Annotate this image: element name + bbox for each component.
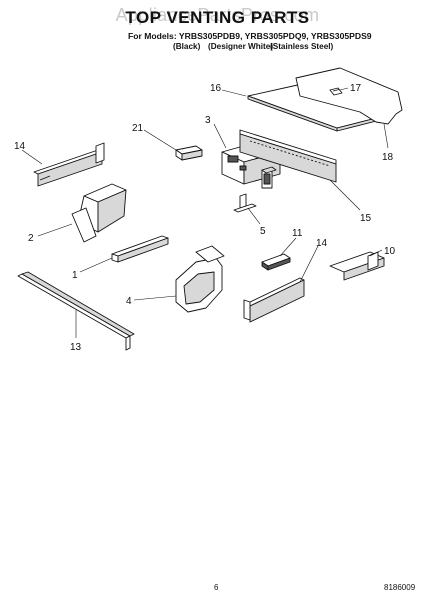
callout-4: 4 bbox=[126, 296, 132, 307]
callout-15: 15 bbox=[360, 213, 372, 224]
part-11-terminal-block bbox=[261, 253, 291, 271]
callout-5: 5 bbox=[260, 226, 266, 237]
watermark: AppliancePartsPros.com bbox=[115, 5, 320, 25]
page-title: TOP VENTING PARTS bbox=[125, 8, 310, 27]
part-4-duct-bracket bbox=[175, 245, 225, 313]
callout-13: 13 bbox=[70, 342, 82, 353]
callout-1: 1 bbox=[72, 270, 78, 281]
part-5-small-bracket bbox=[233, 193, 257, 213]
part-2-duct bbox=[71, 183, 127, 243]
part-15-long-bracket bbox=[239, 129, 337, 183]
color-designer-white: (Designer White) bbox=[208, 42, 274, 51]
callout-10: 10 bbox=[384, 246, 396, 257]
part-13-long-rail bbox=[17, 271, 135, 351]
callout-21: 21 bbox=[132, 123, 144, 134]
callout-17: 17 bbox=[350, 83, 362, 94]
part-10-mounting-bracket bbox=[329, 251, 385, 281]
color-stainless-steel: (Stainless Steel) bbox=[270, 42, 334, 51]
part-14-left-bracket bbox=[33, 142, 105, 187]
part-18-insulation-sheet bbox=[295, 67, 403, 125]
callout-14-left: 14 bbox=[14, 141, 26, 152]
page-number: 6 bbox=[214, 583, 219, 592]
callout-3: 3 bbox=[205, 115, 211, 126]
part-17-clip bbox=[329, 87, 343, 96]
callout-14-right: 14 bbox=[316, 238, 328, 249]
part-14-right-bracket bbox=[243, 277, 305, 323]
color-black: (Black) bbox=[173, 42, 201, 51]
part-21-block bbox=[175, 145, 203, 161]
part-1-channel bbox=[111, 235, 169, 263]
callout-11: 11 bbox=[292, 228, 303, 239]
callout-2: 2 bbox=[28, 233, 34, 244]
models-line: For Models: YRBS305PDB9, YRBS305PDQ9, YR… bbox=[128, 31, 372, 41]
callout-16: 16 bbox=[210, 83, 222, 94]
document-number: 8186009 bbox=[384, 583, 416, 592]
callout-18: 18 bbox=[382, 152, 394, 163]
